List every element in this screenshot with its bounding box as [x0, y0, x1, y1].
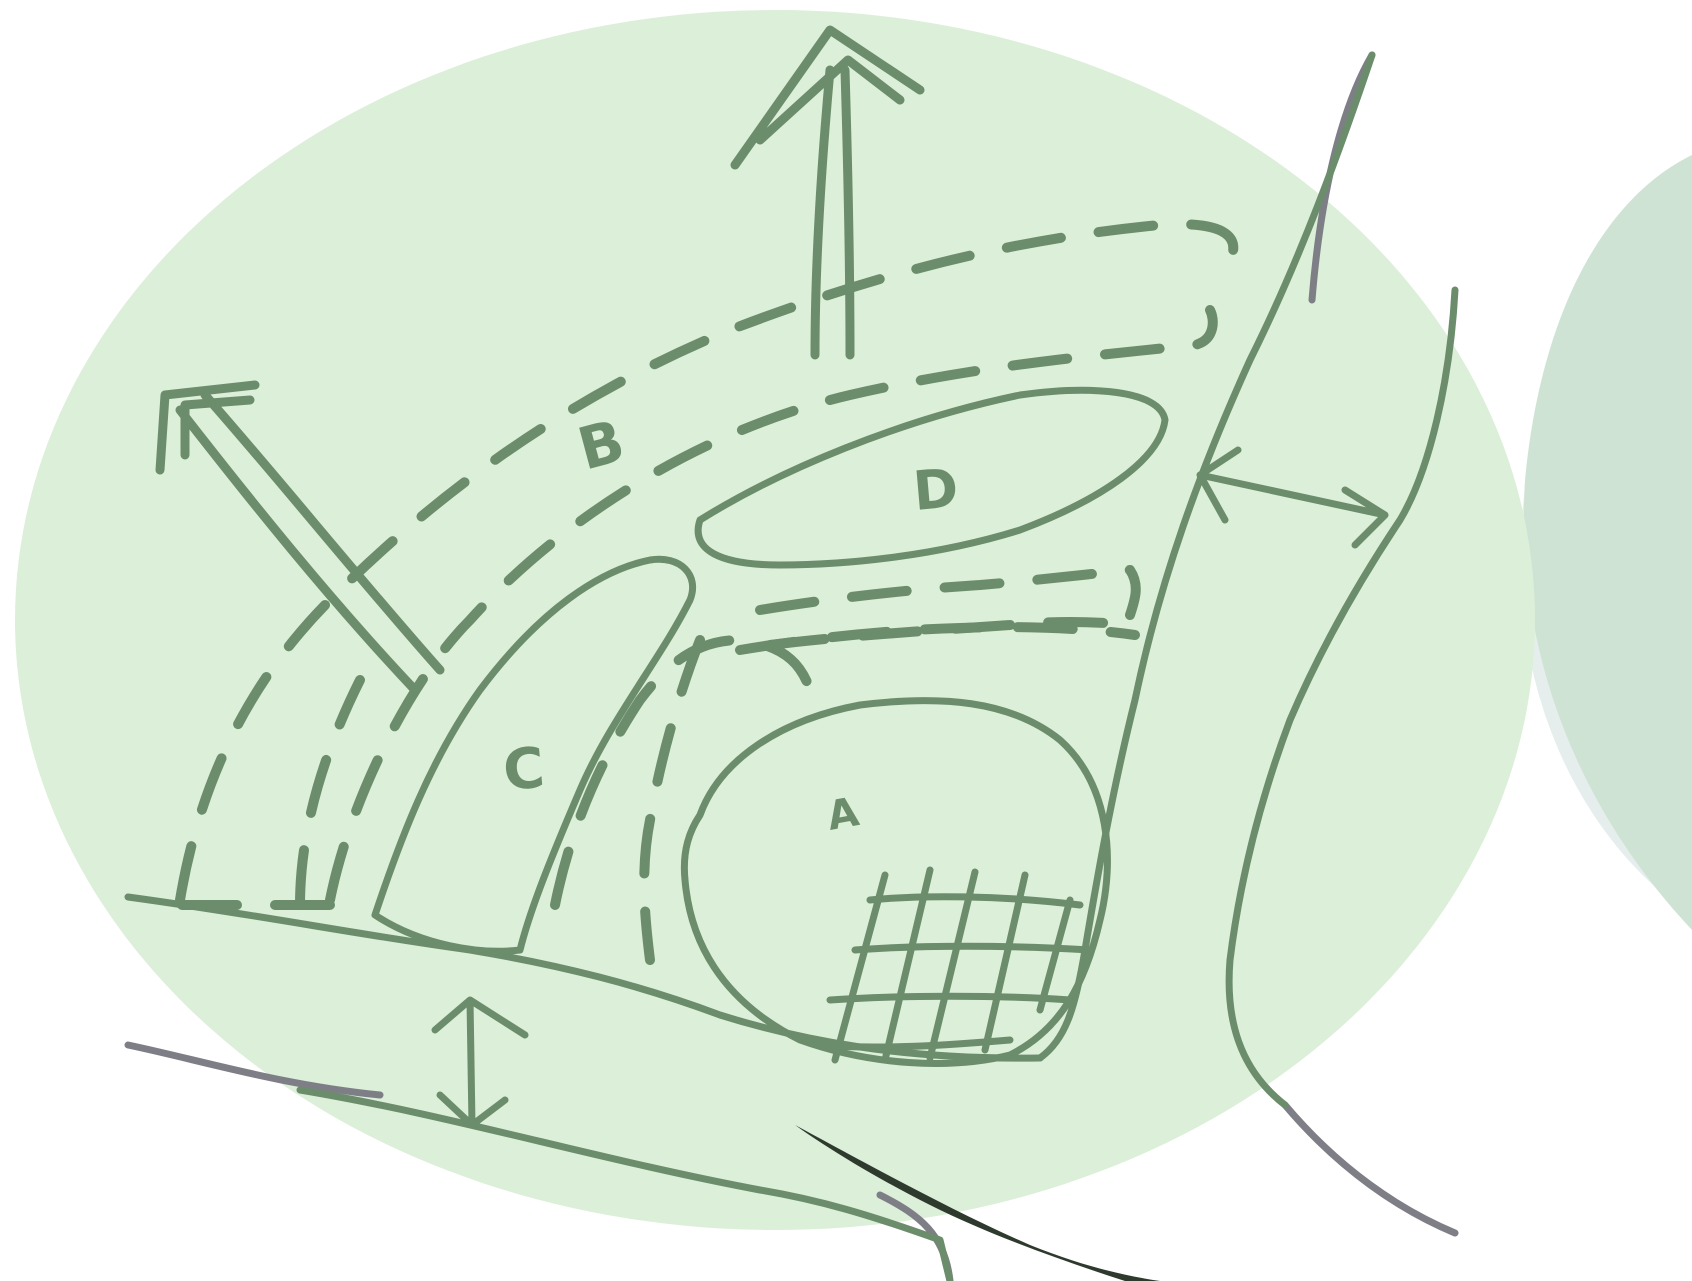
road-edge-right: [1285, 1105, 1455, 1233]
site-bubble: [15, 10, 1535, 1230]
side-bubble-overlap: [1524, 155, 1692, 930]
zone-label-d: D: [911, 456, 961, 523]
zone-label-c: C: [501, 736, 548, 804]
